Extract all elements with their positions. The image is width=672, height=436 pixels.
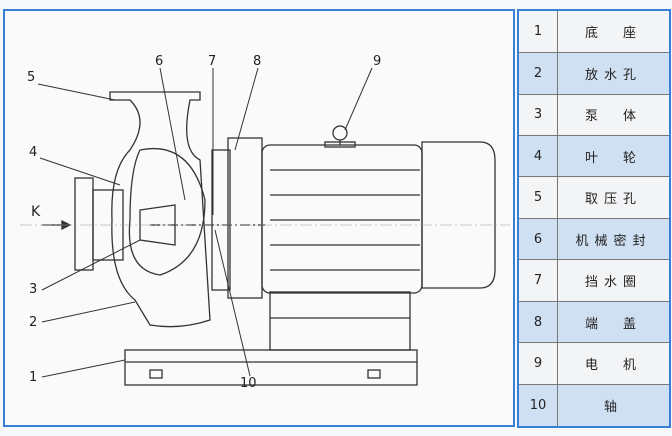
part-name: 机械密封 (557, 217, 671, 261)
fan-cover (421, 141, 496, 289)
callout-4: 4 (29, 145, 38, 160)
callout-8: 8 (253, 54, 262, 69)
part-number: 8 (517, 300, 558, 344)
pump-cross-section-drawing (20, 67, 510, 386)
drawing-frame (3, 9, 515, 427)
callout-7: 7 (208, 54, 217, 69)
part-name: 端 盖 (557, 300, 671, 344)
callout-2: 2 (29, 315, 38, 330)
part-name: 挡水圈 (557, 259, 671, 302)
callout-10: 10 (240, 376, 257, 391)
part-number: 3 (517, 93, 558, 136)
part-number: 7 (517, 259, 558, 302)
part-number: 6 (517, 217, 558, 261)
part-name: 泵 体 (557, 93, 671, 136)
part-name: 取压孔 (557, 176, 671, 219)
callout-3: 3 (29, 282, 38, 297)
part-number: 2 (517, 52, 558, 95)
callout-1: 1 (29, 370, 38, 385)
impeller (139, 204, 176, 246)
part-number: 4 (517, 134, 558, 178)
part-name: 底 座 (557, 9, 671, 54)
part-number: 10 (517, 383, 558, 428)
pump-casing (109, 91, 211, 328)
motor (261, 144, 423, 294)
part-number: 1 (517, 9, 558, 54)
base (124, 349, 418, 386)
callout-9: 9 (373, 54, 382, 69)
part-name: 叶 轮 (557, 134, 671, 178)
end-cover (227, 137, 263, 299)
part-name: 放水孔 (557, 52, 671, 95)
part-number: 9 (517, 342, 558, 385)
part-name: 电 机 (557, 342, 671, 385)
part-name: 轴 (557, 383, 671, 428)
callout-6: 6 (155, 54, 164, 69)
part-number: 5 (517, 176, 558, 219)
callout-5: 5 (27, 70, 36, 85)
flow-direction-k: K (31, 204, 41, 220)
